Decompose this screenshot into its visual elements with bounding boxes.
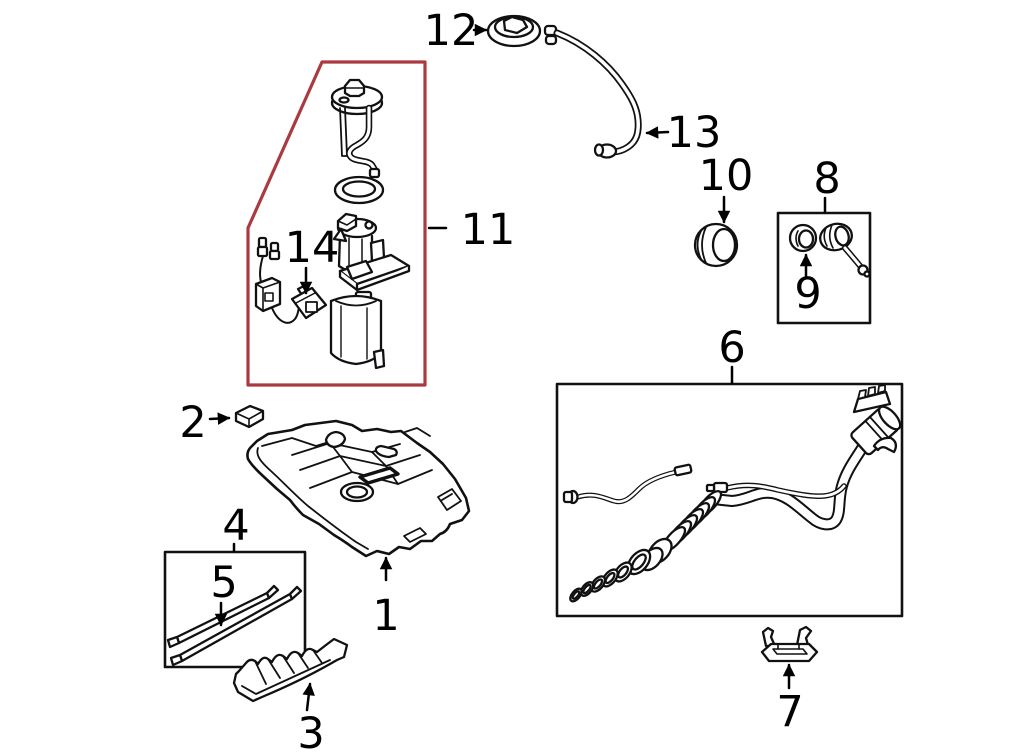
leader-arrow-13 <box>645 126 670 139</box>
part-label-14: 14 <box>285 223 340 273</box>
part-label-9: 9 <box>794 269 821 319</box>
suction-plate-assembly <box>330 78 384 179</box>
part-label-6: 6 <box>718 323 745 373</box>
breather-tube-13 <box>543 24 642 159</box>
part-label-4: 4 <box>222 501 249 551</box>
fuel-tank-1 <box>246 419 471 558</box>
filler-pipe-assembly <box>562 384 902 603</box>
leader-arrow-3 <box>302 682 315 712</box>
pipe-clamp-7 <box>760 625 819 663</box>
grommet-10 <box>693 222 739 268</box>
cushion-pad-2 <box>234 404 265 429</box>
fuel-pump-module <box>332 212 411 292</box>
leader-arrow-2 <box>208 412 231 425</box>
vent-gasket-12 <box>486 14 542 48</box>
part-label-2: 2 <box>179 398 206 448</box>
part-label-11: 11 <box>461 205 516 255</box>
part-label-10: 10 <box>699 151 754 201</box>
component-box-6 <box>555 382 904 618</box>
diagram-artwork <box>163 14 904 712</box>
callout-labels: 1 2 3 4 5 6 7 8 9 10 11 12 13 14 <box>179 6 840 752</box>
part-label-1: 1 <box>372 591 399 641</box>
leader-lines <box>208 23 827 712</box>
part-label-5: 5 <box>210 558 237 608</box>
highlight-box-part-11 <box>246 60 427 387</box>
tank-shield-3 <box>232 637 349 703</box>
component-box-8 <box>776 211 872 325</box>
part-label-3: 3 <box>297 709 324 752</box>
part-label-7: 7 <box>776 687 803 737</box>
hose-clamp-rings <box>569 548 652 603</box>
reservoir-cup <box>329 290 386 370</box>
pump-gasket-ring <box>333 175 385 205</box>
part-label-12: 12 <box>424 6 479 56</box>
component-box-4 <box>163 550 307 669</box>
part-label-13: 13 <box>667 108 722 158</box>
cap-gasket-9 <box>788 223 818 253</box>
fuel-cap-8 <box>819 222 871 278</box>
part-label-8: 8 <box>813 154 840 204</box>
